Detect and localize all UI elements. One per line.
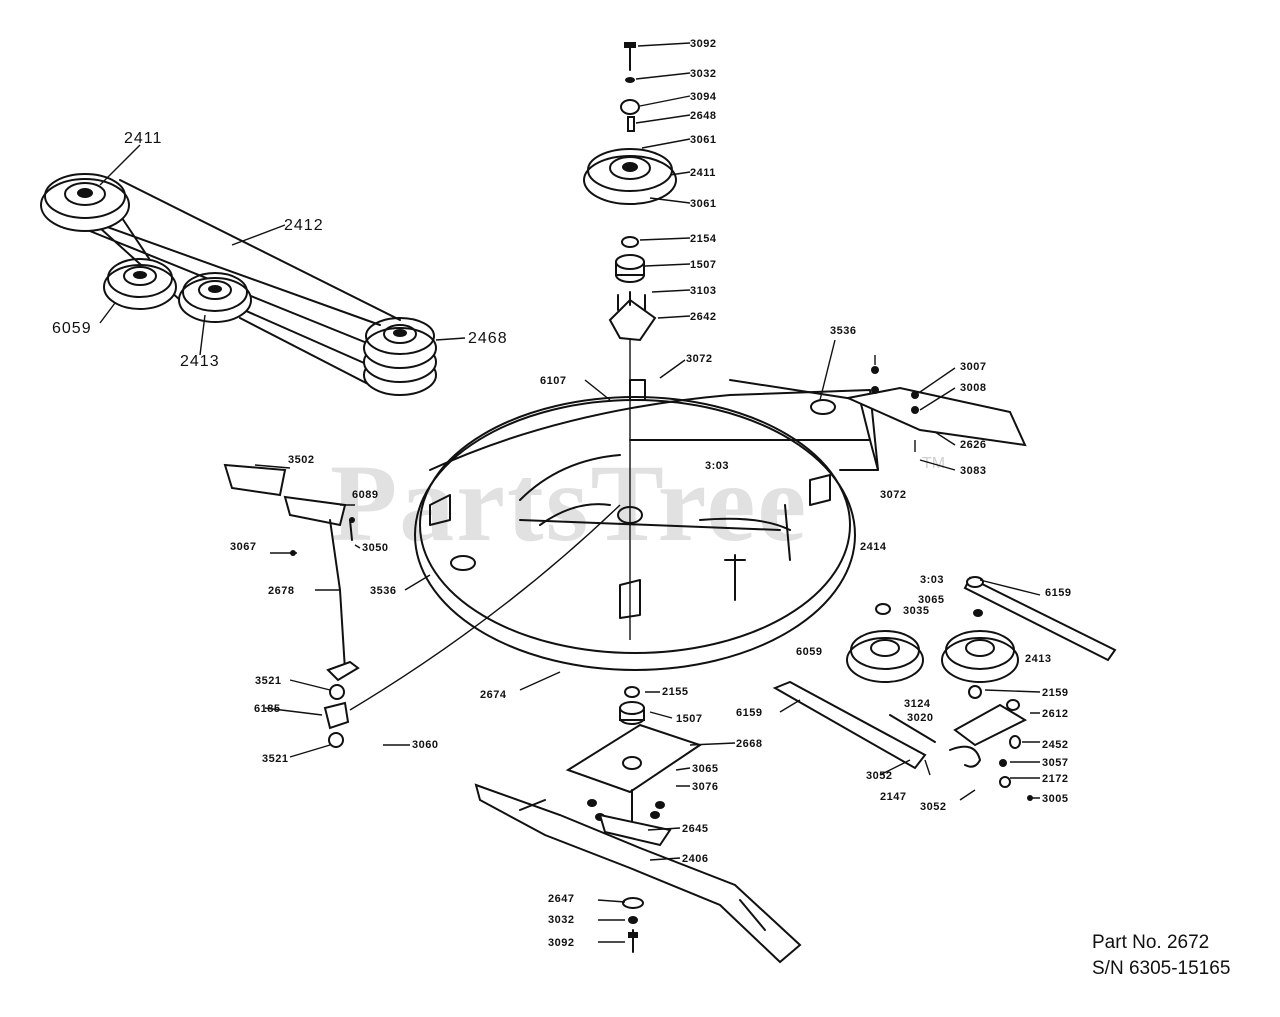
callout-label: 3005 <box>1042 793 1068 805</box>
callout-label: 2612 <box>1042 708 1068 720</box>
callout-label: 3536 <box>830 325 856 337</box>
callout-label: 3050 <box>362 542 388 554</box>
callout-label: 3:03 <box>705 460 729 472</box>
callout-label: 2648 <box>690 110 716 122</box>
callout-label: 3092 <box>690 38 716 50</box>
callout-label: 3020 <box>907 712 933 724</box>
part-number: Part No. 2672 <box>1092 932 1210 953</box>
callout-label: 2172 <box>1042 773 1068 785</box>
callout-label: 6185 <box>254 703 280 715</box>
callout-label: 3032 <box>690 68 716 80</box>
callout-label: 6059 <box>796 646 822 658</box>
callout-label: 3007 <box>960 361 986 373</box>
callout-label: 2413 <box>180 353 220 370</box>
callout-label: 2468 <box>468 330 508 347</box>
callout-label: 3072 <box>880 489 906 501</box>
center-spindle-stack <box>583 42 691 640</box>
callout-labels: 2411 2412 6059 2413 2468 3092 3032 3094 … <box>52 38 1071 949</box>
callout-label: 6107 <box>540 375 566 387</box>
callout-label: 3072 <box>686 353 712 365</box>
callout-label: 2412 <box>284 217 324 234</box>
serial-number: S/N 6305-15165 <box>1092 958 1231 979</box>
callout-label: 6089 <box>352 489 378 501</box>
callout-label: 3:03 <box>920 574 944 586</box>
callout-label: 2626 <box>960 439 986 451</box>
lift-linkage-left <box>223 463 621 758</box>
callout-label: 3032 <box>548 914 574 926</box>
callout-label: 2406 <box>682 853 708 865</box>
callout-label: 2411 <box>690 167 716 179</box>
callout-label: 2642 <box>690 311 716 323</box>
callout-label: 3502 <box>288 454 314 466</box>
callout-label: 2411 <box>124 130 162 147</box>
callout-label: 3521 <box>262 753 288 765</box>
callout-label: 2154 <box>690 233 717 245</box>
callout-label: 1507 <box>690 259 716 271</box>
callout-label: 2678 <box>268 585 294 597</box>
callout-label: 3067 <box>230 541 256 553</box>
part-number-block: Part No. 2672 S/N 6305-15165 <box>1092 930 1230 982</box>
callout-label: 2414 <box>860 541 887 553</box>
callout-label: 3065 <box>918 594 944 606</box>
callout-label: 3052 <box>866 770 892 782</box>
baffle-plate <box>844 355 1027 471</box>
callout-label: 3052 <box>920 801 946 813</box>
callout-label: 3076 <box>692 781 718 793</box>
callout-label: 6159 <box>1045 587 1071 599</box>
callout-label: 2159 <box>1042 687 1068 699</box>
callout-label: 3536 <box>370 585 396 597</box>
callout-label: 2645 <box>682 823 708 835</box>
right-side-linkage <box>772 576 1117 801</box>
callout-label: 3057 <box>1042 757 1068 769</box>
callout-label: 2147 <box>880 791 906 803</box>
callout-label: 3035 <box>903 605 929 617</box>
callout-label: 2155 <box>662 686 688 698</box>
callout-label: 2674 <box>480 689 507 701</box>
mower-deck-shell <box>414 339 879 691</box>
callout-label: 3103 <box>690 285 716 297</box>
callout-label: 3061 <box>690 198 716 210</box>
belt-drive-assembly <box>40 144 466 396</box>
callout-label: 3008 <box>960 382 986 394</box>
callout-label: 3521 <box>255 675 281 687</box>
callout-label: 3083 <box>960 465 986 477</box>
callout-label: 2452 <box>1042 739 1068 751</box>
callout-label: 6159 <box>736 707 762 719</box>
callout-label: 2647 <box>548 893 574 905</box>
callout-label: 3124 <box>904 698 931 710</box>
callout-label: 3065 <box>692 763 718 775</box>
callout-label: 3094 <box>690 91 717 103</box>
blade-assembly <box>474 686 802 964</box>
watermark: PartsTree <box>330 442 809 564</box>
callout-label: 1507 <box>676 713 702 725</box>
callout-label: 3092 <box>548 937 574 949</box>
callout-label: 2668 <box>736 738 762 750</box>
callout-label: 3061 <box>690 134 716 146</box>
callout-label: 6059 <box>52 320 92 337</box>
callout-label: 3060 <box>412 739 438 751</box>
callout-label: 2413 <box>1025 653 1051 665</box>
